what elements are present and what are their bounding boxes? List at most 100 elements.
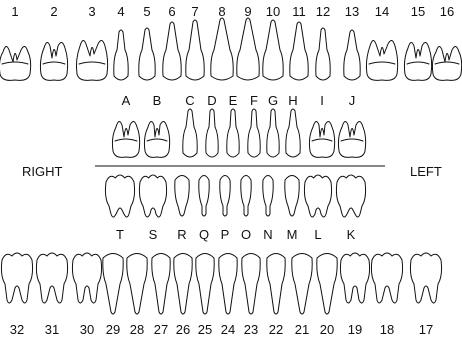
tooth-number-28: 28: [130, 322, 144, 337]
tooth-8: [210, 17, 234, 81]
tooth-number-7: 7: [191, 4, 198, 19]
tooth-F: [247, 108, 261, 158]
tooth-N: [262, 175, 274, 217]
tooth-18: [370, 252, 404, 304]
tooth-L: [303, 174, 333, 218]
tooth-19: [339, 252, 371, 304]
tooth-letter-J: J: [349, 93, 356, 108]
tooth-K: [335, 174, 367, 218]
tooth-14: [365, 40, 399, 81]
tooth-3-cej: [78, 61, 106, 65]
tooth-number-4: 4: [117, 4, 124, 19]
tooth-15-cej: [406, 61, 430, 65]
tooth-letter-D: D: [207, 93, 216, 108]
tooth-9: [236, 17, 260, 81]
tooth-T: [104, 174, 136, 218]
tooth-number-10: 10: [266, 4, 280, 19]
tooth-number-1: 1: [11, 4, 18, 19]
tooth-number-22: 22: [269, 322, 283, 337]
tooth-15: [403, 42, 433, 81]
tooth-number-15: 15: [411, 4, 425, 19]
tooth-31: [35, 252, 69, 304]
tooth-number-27: 27: [154, 322, 168, 337]
tooth-29: [102, 253, 124, 315]
tooth-number-13: 13: [345, 4, 359, 19]
tooth-letter-B: B: [153, 93, 162, 108]
tooth-number-24: 24: [221, 322, 235, 337]
tooth-12: [315, 27, 331, 81]
tooth-number-6: 6: [168, 4, 175, 19]
tooth-B-cej: [146, 138, 168, 142]
tooth-letter-S: S: [149, 227, 158, 242]
left-side-label: LEFT: [410, 164, 442, 179]
tooth-21: [291, 253, 313, 315]
tooth-5: [138, 27, 156, 81]
tooth-16: [431, 46, 462, 81]
tooth-23: [241, 253, 261, 315]
tooth-16-cej: [434, 61, 460, 65]
tooth-letter-N: N: [263, 227, 272, 242]
tooth-number-17: 17: [419, 322, 433, 337]
tooth-1: [0, 46, 32, 81]
tooth-A: [111, 121, 141, 158]
tooth-number-9: 9: [244, 4, 251, 19]
tooth-letter-T: T: [116, 227, 124, 242]
tooth-number-21: 21: [295, 322, 309, 337]
tooth-number-3: 3: [88, 4, 95, 19]
tooth-7: [185, 19, 205, 81]
tooth-number-14: 14: [375, 4, 389, 19]
tooth-11: [289, 21, 309, 81]
tooth-2-cej: [42, 61, 66, 65]
tooth-13: [343, 29, 361, 81]
tooth-number-20: 20: [320, 322, 334, 337]
tooth-10: [262, 19, 284, 81]
tooth-number-11: 11: [292, 4, 306, 19]
tooth-M: [284, 175, 300, 217]
tooth-letter-F: F: [250, 93, 258, 108]
tooth-letter-L: L: [314, 227, 321, 242]
tooth-32: [0, 252, 34, 304]
tooth-17: [409, 252, 443, 304]
tooth-letter-H: H: [288, 93, 297, 108]
tooth-J: [337, 121, 367, 158]
tooth-2: [39, 42, 69, 81]
right-side-label: RIGHT: [22, 164, 63, 179]
tooth-G: [266, 108, 280, 158]
tooth-25: [195, 253, 215, 315]
tooth-A-cej: [114, 138, 138, 142]
tooth-number-16: 16: [440, 4, 454, 19]
tooth-22: [266, 253, 286, 315]
tooth-number-2: 2: [50, 4, 57, 19]
tooth-P: [219, 175, 231, 217]
tooth-4: [113, 29, 129, 81]
tooth-number-18: 18: [380, 322, 394, 337]
tooth-Q: [198, 175, 210, 217]
tooth-number-25: 25: [198, 322, 212, 337]
tooth-D: [205, 108, 219, 158]
tooth-letter-Q: Q: [199, 227, 209, 242]
tooth-14-cej: [368, 61, 396, 65]
tooth-30: [71, 252, 103, 304]
tooth-letter-R: R: [177, 227, 186, 242]
tooth-number-8: 8: [218, 4, 225, 19]
tooth-letter-O: O: [241, 227, 251, 242]
tooth-number-29: 29: [106, 322, 120, 337]
tooth-B: [143, 121, 171, 158]
tooth-number-19: 19: [348, 322, 362, 337]
tooth-letter-G: G: [268, 93, 278, 108]
tooth-letter-K: K: [347, 227, 356, 242]
tooth-number-5: 5: [143, 4, 150, 19]
tooth-number-32: 32: [10, 322, 24, 337]
tooth-H: [285, 108, 301, 158]
tooth-J-cej: [340, 138, 364, 142]
tooth-number-23: 23: [244, 322, 258, 337]
tooth-27: [151, 253, 171, 315]
tooth-number-12: 12: [316, 4, 330, 19]
tooth-3: [75, 40, 109, 81]
tooth-I-cej: [311, 138, 333, 142]
tooth-6: [162, 21, 182, 81]
tooth-number-31: 31: [45, 322, 59, 337]
tooth-20: [316, 253, 338, 315]
tooth-number-30: 30: [80, 322, 94, 337]
